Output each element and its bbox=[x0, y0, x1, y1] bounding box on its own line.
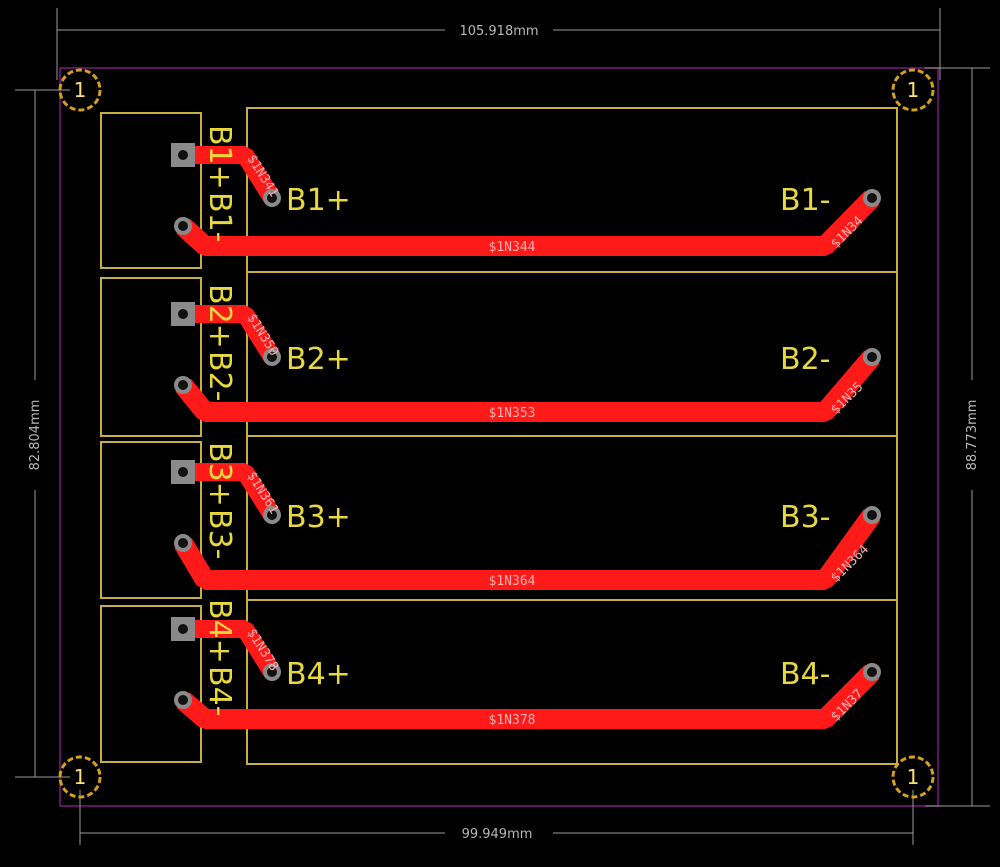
connector-outline bbox=[100, 605, 202, 763]
battery-minus-label: B1- bbox=[780, 183, 831, 218]
net-label: $1N364 bbox=[489, 574, 536, 589]
battery-footprint-outline bbox=[246, 599, 898, 765]
battery-row-3: B3+B3-B3+B3-$1N364$1N364$1N361 bbox=[100, 435, 898, 601]
connector-neg-label: B3- bbox=[202, 509, 237, 560]
battery-plus-label: B1+ bbox=[286, 183, 351, 218]
net-label: $1N378 bbox=[489, 713, 536, 728]
battery-minus-label: B4- bbox=[780, 657, 831, 692]
mounting-hole[interactable]: 1 bbox=[58, 68, 102, 112]
trace-negative[interactable] bbox=[176, 664, 880, 729]
trace-negative[interactable] bbox=[176, 191, 880, 256]
battery-row-2: B2+B2-B2+B2-$1N353$1N35$1N350 bbox=[100, 271, 898, 437]
connector-pos-label: B3+ bbox=[202, 442, 237, 507]
mounting-hole-label: 1 bbox=[907, 78, 920, 102]
connector-outline bbox=[100, 112, 202, 269]
battery-row-4: B4+B4-B4+B4-$1N378$1N37$1N378 bbox=[100, 599, 898, 765]
connector-neg-label: B1- bbox=[202, 192, 237, 243]
board-outline bbox=[59, 67, 939, 807]
battery-plus-label: B3+ bbox=[286, 500, 351, 535]
battery-row-1: B1+B1-B1+B1-$1N344$1N34$1N341 bbox=[100, 107, 898, 273]
battery-minus-label: B3- bbox=[780, 500, 831, 535]
connector-pos-label: B1+ bbox=[202, 125, 237, 190]
dimension-left: 82.804mm bbox=[28, 400, 43, 471]
dimension-right: 88.773mm bbox=[965, 400, 980, 471]
connector-pos-label: B4+ bbox=[202, 599, 237, 664]
dimension-bottom: 99.949mm bbox=[462, 827, 533, 842]
trace-positive[interactable] bbox=[183, 146, 280, 203]
mounting-hole-label: 1 bbox=[907, 765, 920, 789]
trace-positive[interactable] bbox=[183, 620, 280, 677]
net-label: $1N344 bbox=[489, 240, 536, 255]
battery-minus-label: B2- bbox=[780, 342, 831, 377]
mounting-hole[interactable]: 1 bbox=[891, 68, 935, 112]
net-label: $1N353 bbox=[489, 406, 536, 421]
connector-pos-label: B2+ bbox=[202, 284, 237, 349]
trace-positive[interactable] bbox=[183, 463, 280, 520]
dimension-top: 105.918mm bbox=[459, 24, 538, 39]
trace-positive[interactable] bbox=[183, 305, 280, 362]
connector-neg-label: B4- bbox=[202, 666, 237, 717]
battery-plus-label: B4+ bbox=[286, 657, 351, 692]
trace-negative[interactable] bbox=[175, 350, 880, 422]
trace-negative[interactable] bbox=[174, 509, 881, 590]
mounting-hole[interactable]: 1 bbox=[58, 755, 102, 799]
mounting-hole[interactable]: 1 bbox=[891, 755, 935, 799]
connector-outline bbox=[100, 277, 202, 437]
connector-neg-label: B2- bbox=[202, 351, 237, 402]
connector-outline bbox=[100, 441, 202, 599]
mounting-hole-label: 1 bbox=[74, 765, 87, 789]
battery-plus-label: B2+ bbox=[286, 342, 351, 377]
mounting-hole-label: 1 bbox=[74, 78, 87, 102]
